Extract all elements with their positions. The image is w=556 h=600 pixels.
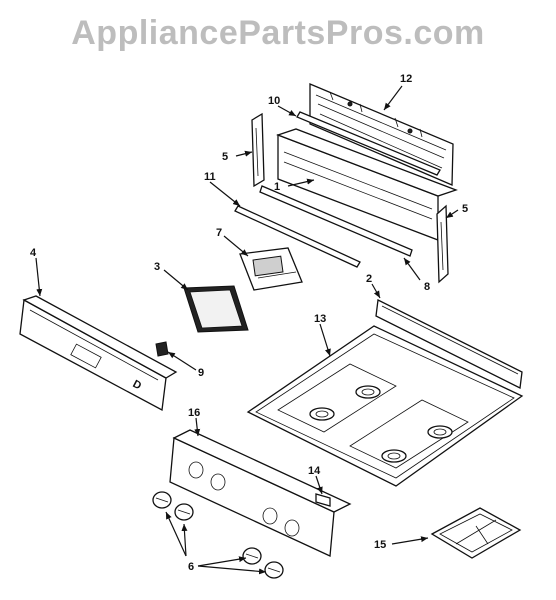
part-1-backguard-front-panel	[276, 128, 458, 241]
callout-11: 11	[204, 171, 216, 183]
part-3-display-window	[183, 285, 249, 333]
callout-10: 10	[268, 95, 280, 107]
watermark-text: AppliancePartsPros.com	[71, 14, 484, 52]
callout-16: 16	[188, 407, 200, 419]
part-14-switch	[315, 493, 331, 507]
part-16-knob-panel	[169, 429, 352, 557]
callout-4: 4	[30, 247, 37, 259]
callout-5-left: 5	[222, 151, 228, 163]
callout-12: 12	[400, 73, 412, 85]
callout-15: 15	[374, 539, 386, 551]
part-4-control-panel: D	[19, 295, 178, 412]
callout-3: 3	[154, 261, 160, 273]
part-11-trim-rod	[234, 205, 361, 268]
callout-5-right: 5	[462, 203, 468, 215]
part-7-control-board	[239, 247, 303, 291]
callout-8: 8	[424, 281, 430, 293]
part-6-knobs	[152, 491, 284, 579]
callout-1: 1	[274, 181, 280, 193]
callout-2: 2	[366, 273, 372, 285]
part-13-cooktop	[246, 325, 524, 487]
part-15-grate	[430, 507, 522, 559]
callout-14: 14	[308, 465, 321, 477]
part-8-trim-strip	[259, 185, 413, 257]
callout-numbers: 12 10 5 1 11 5 7 8 3 2 4 13 9 16 14 15 6	[30, 73, 468, 573]
callout-13: 13	[314, 313, 326, 325]
part-9-clip	[155, 341, 169, 357]
callout-6: 6	[188, 561, 194, 573]
part-5-right-end-cap	[436, 204, 449, 284]
callout-leader-lines	[35, 85, 459, 575]
part-10-vent-strip	[296, 111, 441, 176]
callout-7: 7	[216, 227, 222, 239]
part-12-backguard-rear-panel	[309, 83, 454, 186]
callout-9: 9	[198, 367, 204, 379]
part-2-rear-trim	[375, 299, 523, 389]
part-5-left-end-cap	[251, 112, 265, 188]
